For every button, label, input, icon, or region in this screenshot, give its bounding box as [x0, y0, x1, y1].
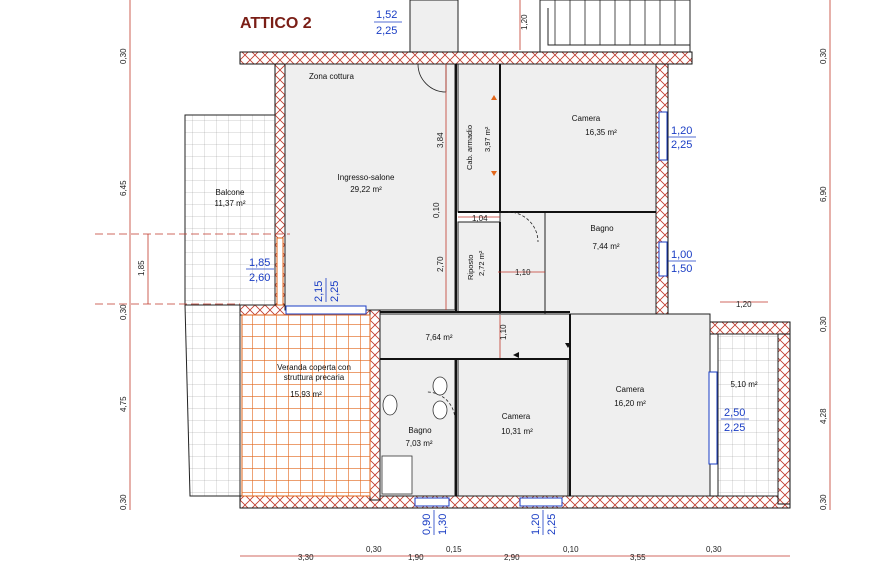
label-bagno1-name: Bagno [590, 224, 614, 233]
label-camera2-name: Camera [502, 412, 531, 421]
label-cab-armadio-name: Cab. armadio [465, 125, 474, 170]
window-camera2-height: 2,25 [546, 514, 558, 535]
dim-left-645: 6,45 [119, 180, 128, 196]
window-balcone-height: 2,60 [249, 272, 270, 284]
dim-inner-270: 2,70 [436, 256, 445, 272]
dim-bottom-0: 3,30 [298, 553, 314, 562]
window-top-height: 2,25 [376, 25, 397, 37]
window-bagno2-height: 1,30 [437, 514, 449, 535]
top-landing [409, 0, 459, 53]
room-ripostiglio [457, 221, 501, 313]
label-camera1-name: Camera [572, 114, 601, 123]
window-bagno1-width: 1,00 [671, 249, 692, 261]
dim-right-428: 4,28 [819, 408, 828, 424]
dim-right-030-top: 0,30 [819, 48, 828, 64]
room-camera-1 [499, 63, 657, 213]
dim-bottom-4: 2,90 [504, 553, 520, 562]
staircase [539, 0, 691, 53]
dim-inner-110v: 1,10 [499, 324, 508, 340]
label-camera1-area: 16,35 m² [585, 128, 617, 137]
label-bagno2-area: 7,03 m² [405, 439, 432, 448]
dimension-lines [129, 0, 831, 557]
label-balcone-area: 11,37 m² [215, 199, 246, 208]
bathroom-fixtures [381, 376, 448, 495]
label-ingresso-area: 29,22 m² [350, 185, 382, 194]
label-camera3-area: 16,20 m² [614, 399, 646, 408]
label-balcone-name: Balcone [216, 188, 245, 197]
label-zona-cottura: Zona cottura [309, 72, 354, 81]
dim-left-475: 4,75 [119, 396, 128, 412]
window-balcone-width: 1,85 [249, 257, 270, 269]
window-camera1-width: 1,20 [671, 125, 692, 137]
dim-right-690: 6,90 [819, 186, 828, 202]
label-cab-armadio-area: 3,97 m² [483, 126, 492, 152]
window-camera3-height: 2,25 [724, 422, 745, 434]
label-terrazzino-area: 5,10 m² [730, 380, 757, 389]
dim-inner-384: 3,84 [436, 132, 445, 148]
dim-stair-height: 1,20 [520, 14, 529, 30]
dim-bottom-6: 3,55 [630, 553, 646, 562]
label-bagno2-name: Bagno [408, 426, 432, 435]
label-ingresso-name: Ingresso-salone [338, 173, 395, 182]
window-camera3-width: 2,50 [724, 407, 745, 419]
room-balcone-lower [184, 304, 241, 497]
window-veranda-width: 2,15 [313, 281, 325, 302]
dim-inner-104: 1,04 [472, 214, 488, 223]
label-veranda-area: 15,93 m² [290, 390, 322, 399]
label-bagno1-area: 7,44 m² [592, 242, 619, 251]
window-camera1-height: 2,25 [671, 139, 692, 151]
window-frames [276, 111, 718, 507]
room-disimpegno [379, 313, 571, 360]
direction-arrows [491, 95, 571, 358]
dim-bottom-1: 0,30 [366, 545, 382, 554]
label-veranda-line1: Veranda coperta con [277, 363, 351, 372]
dim-left-185: 1,85 [137, 260, 146, 276]
dim-bottom-2: 1,90 [408, 553, 424, 562]
window-top-width: 1,52 [376, 9, 397, 21]
room-camera-3 [569, 313, 711, 497]
label-ripostiglio-name: Riposto [466, 255, 475, 280]
room-corridor [499, 211, 546, 315]
dim-inner-010: 0,10 [432, 202, 441, 218]
dim-bottom-3: 0,15 [446, 545, 462, 554]
dim-inner-110h: 1,10 [515, 268, 531, 277]
dim-bottom-5: 0,10 [563, 545, 579, 554]
label-ripostiglio-area: 2,72 m² [477, 250, 486, 276]
room-veranda [241, 314, 371, 497]
room-ingresso-salone [284, 63, 456, 311]
window-camera2-width: 1,20 [530, 514, 542, 535]
room-terrazzino [717, 333, 779, 497]
label-camera2-area: 10,31 m² [501, 427, 533, 436]
reference-lines [95, 233, 290, 305]
room-balcone [184, 114, 276, 306]
dim-bottom-7: 0,30 [706, 545, 722, 554]
window-bagno2-width: 0,90 [421, 514, 433, 535]
dim-right-120: 1,20 [736, 300, 752, 309]
label-veranda-line2: struttura precaria [284, 373, 345, 382]
dim-left-030-mid: 0,30 [119, 304, 128, 320]
window-veranda-height: 2,25 [329, 281, 341, 302]
dim-right-030-mid: 0,30 [819, 316, 828, 332]
label-camera3-name: Camera [616, 385, 645, 394]
dim-left-030-bot: 0,30 [119, 494, 128, 510]
label-disimpegno-area: 7,64 m² [425, 333, 452, 342]
dim-right-030-bot: 0,30 [819, 494, 828, 510]
window-bagno1-height: 1,50 [671, 263, 692, 275]
dim-left-030-top: 0,30 [119, 48, 128, 64]
plan-title: ATTICO 2 [240, 15, 312, 32]
